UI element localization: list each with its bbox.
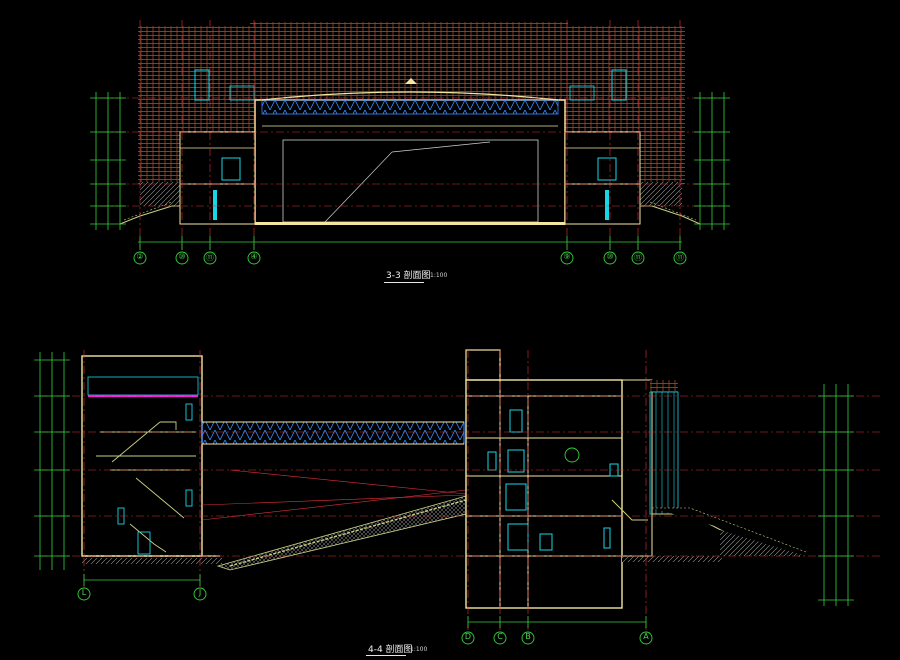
- section-4-4-title-underline: [366, 655, 406, 656]
- axis-bubbles-top: [133, 251, 687, 265]
- section-4-4-title: 4-4 剖面图: [368, 645, 413, 655]
- section-3-3-title: 3-3 剖面图: [386, 271, 431, 281]
- axis-label: J: [198, 588, 202, 597]
- roof-parapet-right: [650, 380, 678, 392]
- section-4-4-scale: 1:100: [410, 646, 428, 653]
- balcony-left: [229, 85, 255, 101]
- seating-slope-top: [391, 141, 491, 153]
- hall-roof-curve: [261, 91, 559, 101]
- axis-label: ⑩: [178, 252, 186, 261]
- section-3-3-scale: 1:100: [430, 272, 448, 279]
- axis-bubbles-bottom: [77, 587, 653, 645]
- right-wing-window-1: [611, 69, 627, 101]
- grid-axes-bottom: [83, 350, 647, 632]
- right-block: [465, 379, 623, 609]
- axis-label: L: [81, 588, 87, 597]
- entry-ramp-right-rail: [649, 201, 697, 221]
- plinth-hatch-right: [640, 182, 682, 206]
- right-wing-door: [605, 190, 609, 220]
- left-entry-stair-4-4: [611, 499, 648, 521]
- section-3-3-title-underline: [384, 282, 424, 283]
- axis-label: C: [497, 632, 503, 641]
- right-block-floors: [466, 380, 622, 608]
- curtain-wall-mullions: [655, 392, 675, 514]
- seating-slope: [324, 151, 393, 223]
- level-lines-top: [100, 97, 720, 207]
- roof-vent: [405, 78, 417, 84]
- detail-callout: [564, 447, 580, 463]
- right-block-openings: [487, 409, 619, 551]
- ground-hatch-left: [82, 558, 222, 564]
- section-4-4: [34, 349, 880, 645]
- level-lines-bottom: [40, 395, 880, 557]
- axis-label: ⑪: [634, 253, 642, 262]
- stair-flights: [96, 421, 196, 553]
- axis-label: ⑨: [563, 252, 571, 261]
- axis-label: B: [525, 632, 531, 641]
- right-block-tower: [465, 349, 501, 381]
- left-wing-window-2: [221, 157, 241, 181]
- sight-lines: [201, 469, 467, 521]
- axis-label: D: [464, 632, 472, 641]
- seating-ramp-steps: [229, 499, 467, 567]
- left-wing-window-1: [194, 69, 210, 101]
- right-wing-window-2: [597, 157, 617, 181]
- left-wing-door: [213, 190, 217, 220]
- annex: [621, 379, 653, 557]
- stair-tower-roof-band: [87, 376, 199, 396]
- axis-label: ⑪: [676, 253, 684, 262]
- brick-facade-center: [250, 22, 568, 102]
- balcony-right: [569, 85, 595, 101]
- axis-label: ②: [136, 252, 144, 261]
- plinth-hatch-left: [140, 182, 180, 206]
- entry-ramp-left-rail: [123, 201, 173, 221]
- dimension-left-top: [90, 92, 126, 230]
- axis-label: ⑩: [606, 252, 614, 261]
- hall-floor: [255, 222, 565, 225]
- entry-ramp-left: [119, 205, 180, 225]
- section-3-3: [90, 20, 730, 265]
- basement-hatch: [622, 556, 722, 562]
- dimension-bottom-top: [138, 236, 682, 250]
- dimension-bottom-left: [83, 574, 201, 586]
- hall-roof-truss: [261, 99, 559, 115]
- axis-label: A: [643, 632, 649, 641]
- dimension-right-top: [694, 92, 730, 230]
- entry-ramp-right: [640, 205, 701, 225]
- dimension-left-bottom: [34, 352, 70, 570]
- dimension-right-bottom: [818, 384, 854, 606]
- left-wing: [179, 131, 256, 225]
- seating-ramp: [216, 495, 467, 571]
- axis-label: ④: [250, 252, 258, 261]
- grid-axes-top: [139, 20, 681, 250]
- axis-label: ⑪: [206, 253, 214, 262]
- landscape-fill: [720, 530, 806, 556]
- bridge-truss: [201, 421, 465, 445]
- hall-outline: [254, 99, 566, 225]
- right-wing: [564, 131, 641, 225]
- landscape-stair-rail: [652, 507, 807, 553]
- dimension-bottom-right: [467, 616, 647, 628]
